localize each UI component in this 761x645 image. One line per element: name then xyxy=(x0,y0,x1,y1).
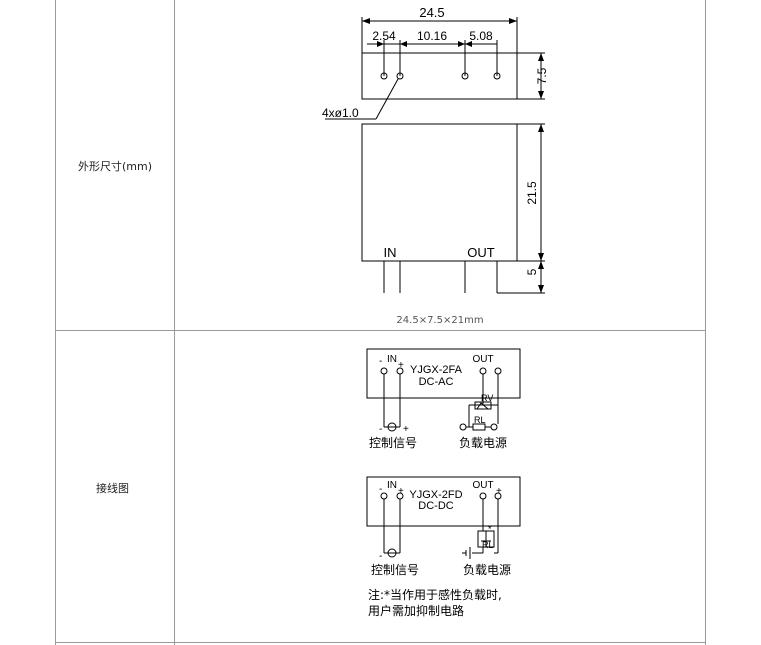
dc-load-label: 负载电源 xyxy=(463,563,511,577)
table-left-border xyxy=(55,0,56,645)
table-bottom-border xyxy=(55,642,706,643)
dim-overall-width: 24.5 xyxy=(419,5,444,20)
input-label: IN xyxy=(384,245,397,260)
dc-wiring-diagram xyxy=(366,476,521,559)
dc-type-label: DC-DC xyxy=(418,500,453,512)
dc-plus-mark: + xyxy=(398,486,404,497)
ac-wiring-diagram xyxy=(366,348,521,432)
dc-minus-mark: - xyxy=(379,484,382,495)
row-label-wiring: 接线图 xyxy=(96,482,129,495)
wiring-note-line2: 用户需加抑制电路 xyxy=(368,603,464,618)
dim-pin-length: 5 xyxy=(525,268,539,275)
dc-model-label: YJGX-2FD xyxy=(409,489,462,501)
ac-out-label: OUT xyxy=(472,354,493,365)
table-column-divider xyxy=(174,0,175,645)
ac-type-label: DC-AC xyxy=(419,376,454,388)
dc-control-label: 控制信号 xyxy=(371,563,419,577)
table-right-border xyxy=(705,0,706,645)
dimension-caption: 24.5×7.5×21mm xyxy=(396,315,483,326)
ac-model-label: YJGX-2FA xyxy=(410,364,463,376)
dim-body-height: 21.5 xyxy=(525,181,539,205)
dim-pin-span: 10.16 xyxy=(417,29,447,43)
dc-out-label: OUT xyxy=(472,480,493,491)
ac-control-label: 控制信号 xyxy=(369,436,417,450)
row-label-dimensions: 外形尺寸(mm) xyxy=(78,160,153,173)
top-view-body xyxy=(361,52,518,100)
ac-minus-mark: - xyxy=(379,356,382,367)
dim-hole-note: 4xø1.0 xyxy=(322,106,359,120)
table-row-divider xyxy=(55,330,706,331)
ac-rl-label: RL xyxy=(474,415,486,425)
ac-control-minus: - xyxy=(379,424,382,435)
dc-out-plus-mark: + xyxy=(496,486,502,497)
ac-plus-mark: + xyxy=(398,360,404,371)
dc-star-mark: * xyxy=(488,524,492,534)
dc-in-label: IN xyxy=(387,480,397,491)
ac-load-label: 负载电源 xyxy=(459,436,507,450)
dim-top-thickness: 7.5 xyxy=(535,67,549,84)
dim-pin-offset: 2.54 xyxy=(372,29,396,43)
ac-rv-label: RV xyxy=(481,393,493,403)
dc-control-minus: - xyxy=(379,551,382,562)
output-label: OUT xyxy=(467,245,495,260)
wiring-note-line1: 注:*当作用于感性负载时, xyxy=(368,587,502,602)
ac-control-plus: + xyxy=(403,424,409,435)
ac-in-label: IN xyxy=(387,354,397,365)
dc-rl-label: RL xyxy=(482,540,494,550)
dim-pin-pitch: 5.08 xyxy=(469,29,493,43)
